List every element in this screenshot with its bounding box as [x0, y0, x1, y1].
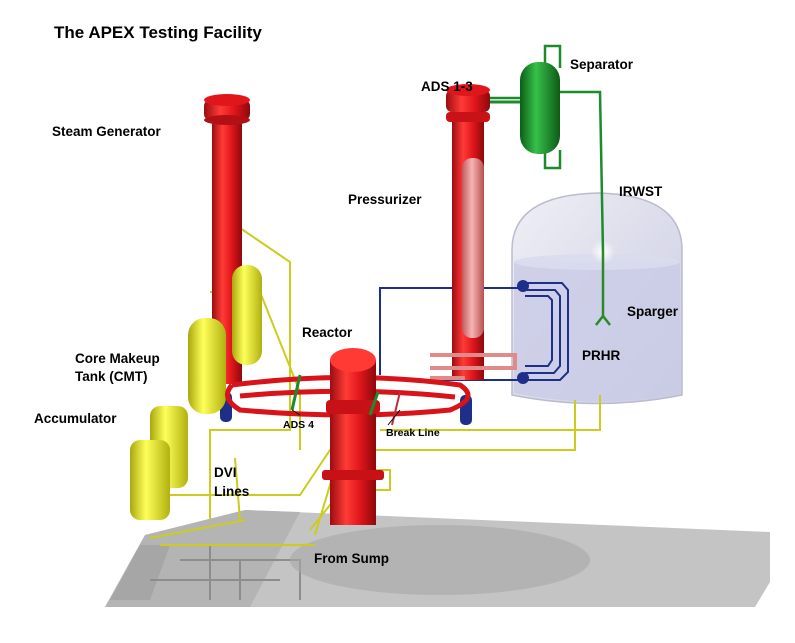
label-dvi-line2: Lines	[214, 484, 250, 499]
ads4-line	[290, 374, 302, 411]
separator-vessel	[520, 62, 560, 154]
prhr-inlet-node	[517, 280, 529, 292]
label-dvi-line1: DVI	[214, 465, 237, 480]
label-from-sump: From Sump	[314, 551, 390, 566]
label-leaders	[291, 409, 401, 426]
ads4-line-2	[368, 391, 380, 416]
label-ads4: ADS 4	[283, 419, 314, 431]
pressurizer-vessel	[462, 158, 484, 338]
label-cmt-line1: Core Makeup	[75, 351, 160, 366]
label-cmt-line2: Tank (CMT)	[75, 369, 148, 384]
label-reactor: Reactor	[302, 325, 353, 340]
sparger	[595, 252, 611, 326]
cmt-tank-front	[188, 318, 226, 414]
cmt-tank-rear	[232, 265, 262, 365]
surge-line	[430, 353, 517, 380]
accumulator-front	[130, 440, 170, 520]
label-pressurizer: Pressurizer	[348, 192, 422, 207]
label-steam-generator: Steam Generator	[52, 124, 161, 139]
floor-platform	[105, 510, 770, 607]
label-separator: Separator	[570, 57, 634, 72]
break-line	[391, 391, 401, 426]
label-sparger: Sparger	[627, 304, 679, 319]
label-prhr: PRHR	[582, 348, 621, 363]
label-accumulator: Accumulator	[34, 411, 117, 426]
label-break-line: Break Line	[386, 427, 440, 439]
page-title: The APEX Testing Facility	[54, 23, 262, 42]
separator-piping	[490, 44, 605, 253]
irwst-tank	[511, 192, 683, 405]
prhr-outlet-node	[517, 372, 529, 384]
label-irwst: IRWST	[619, 184, 663, 199]
reactor-vessel	[322, 348, 384, 525]
label-ads-1-3: ADS 1-3	[421, 79, 473, 94]
